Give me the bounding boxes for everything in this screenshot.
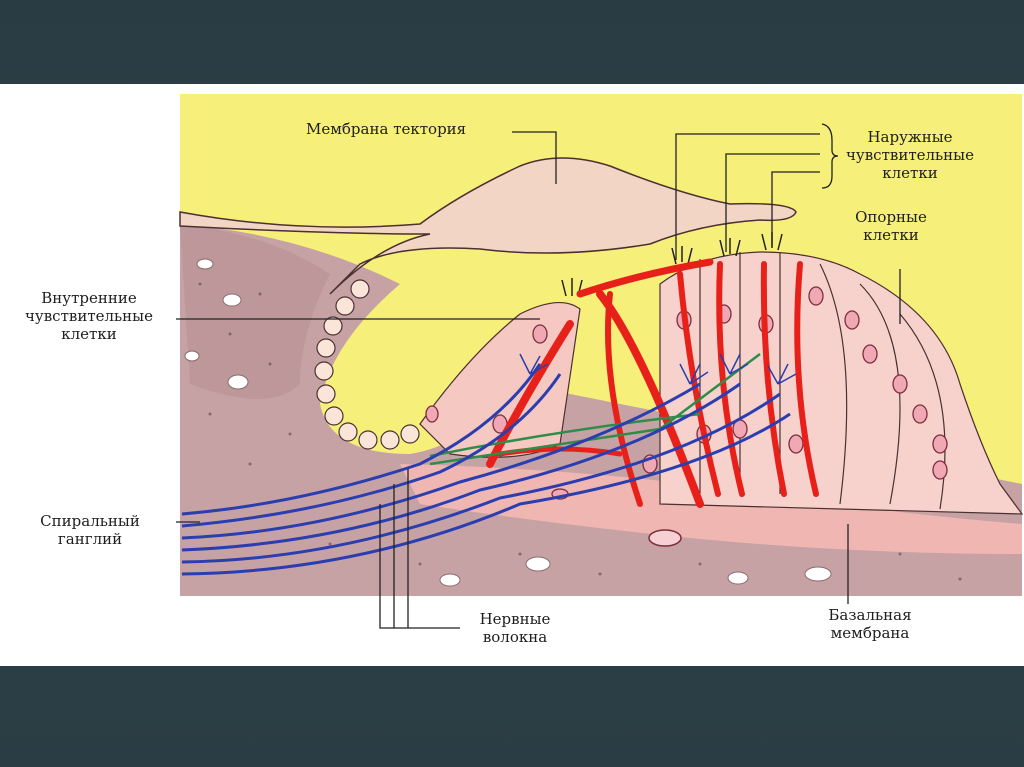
- inner-hair-cells-line-3: клетки: [61, 325, 117, 343]
- spiral-ganglion-line-1: Спиральный: [40, 512, 140, 530]
- organ-of-corti-illustration: [176, 94, 1024, 629]
- basal-membrane-line-2: мембрана: [830, 624, 910, 642]
- outer-hair-cells-label: Наружные чувствительные клетки: [840, 128, 980, 182]
- nerve-fibers-line-1: Нервные: [479, 610, 551, 628]
- supporting-cells-line-1: Опорные: [855, 208, 927, 226]
- tectorial-membrane-label: Мембрана тектория: [306, 120, 467, 138]
- basal-membrane-line-1: Базальная: [828, 606, 912, 624]
- outer-hair-cells-line-2: чувствительные: [845, 146, 974, 164]
- spiral-ganglion-label: Спиральный ганглий: [10, 512, 170, 548]
- supporting-cells-label: Опорные клетки: [836, 208, 946, 244]
- nerve-fibers-line-2: волокна: [482, 628, 548, 646]
- inner-hair-cells-line-1: Внутренние: [41, 289, 137, 307]
- supporting-cells-line-2: клетки: [863, 226, 919, 244]
- nerve-fibers-label: Нервные волокна: [460, 610, 570, 646]
- basal-membrane-label: Базальная мембрана: [805, 606, 935, 642]
- outer-hair-cells-line-1: Наружные: [867, 128, 953, 146]
- figure-panel: Мембрана тектория Наружные чувствительны…: [0, 84, 1024, 666]
- spiral-ganglion-line-2: ганглий: [57, 530, 123, 548]
- inner-hair-cells-label: Внутренние чувствительные клетки: [4, 289, 174, 343]
- inner-hair-cells-line-2: чувствительные: [24, 307, 153, 325]
- outer-hair-cells-line-3: клетки: [882, 164, 938, 182]
